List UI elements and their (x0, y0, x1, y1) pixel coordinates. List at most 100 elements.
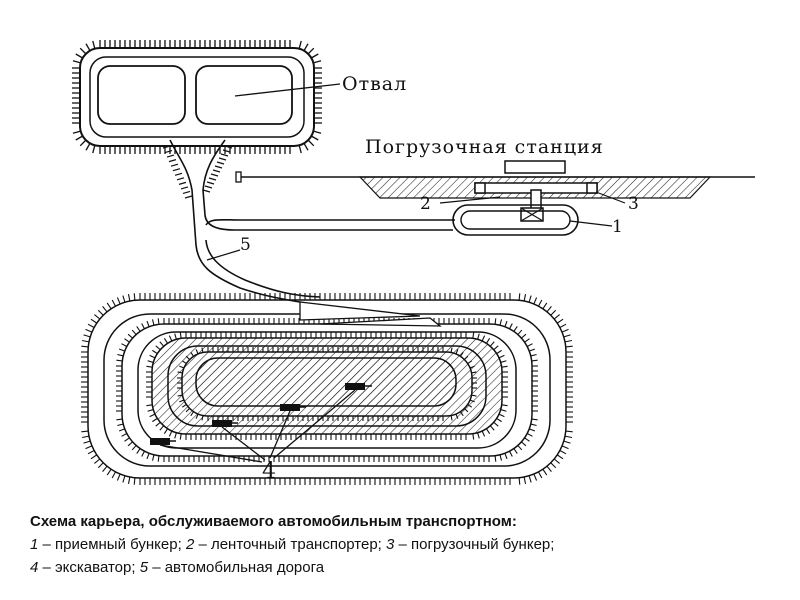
edge-tick (202, 189, 211, 193)
edge-tick (111, 471, 116, 479)
edge-tick (530, 423, 537, 427)
edge-tick (493, 345, 499, 351)
edge-tick (157, 455, 160, 462)
edge-tick (152, 417, 158, 423)
edge-tick (118, 428, 125, 432)
edge-tick (155, 345, 161, 351)
edge-tick (563, 334, 571, 338)
edge-tick (518, 477, 521, 485)
edge-tick (561, 445, 569, 450)
caption-num: 2 (185, 536, 195, 553)
edge-tick (179, 332, 182, 339)
edge-tick (82, 435, 90, 439)
road-funnel-ticks (162, 145, 233, 199)
bench-ring-6 (167, 345, 487, 427)
leader-3 (595, 191, 626, 204)
edge-tick (179, 433, 182, 440)
edge-tick (509, 450, 513, 457)
edge-tick (504, 320, 508, 327)
edge-tick (489, 341, 495, 347)
edge-tick (124, 437, 130, 442)
edge-tick (220, 153, 229, 157)
dump-inner-border (89, 56, 305, 138)
edge-tick (117, 423, 124, 427)
edge-tick (182, 190, 191, 195)
edge-tick (146, 453, 150, 460)
edge-tick (224, 145, 233, 149)
edge-tick (180, 186, 189, 190)
edge-tick (133, 477, 136, 485)
edge-tick (106, 468, 112, 476)
edge-tick (565, 345, 573, 348)
edge-tick (526, 343, 533, 347)
caption: Схема карьера, обслуживаемого автомобиль… (30, 510, 770, 579)
edge-tick (117, 353, 124, 357)
edge-tick (523, 476, 527, 484)
edge-tick (162, 145, 171, 149)
edge-tick (168, 159, 177, 163)
edge-tick (485, 338, 491, 344)
rail-end-stop (235, 171, 242, 183)
caption-line-1: 1 – приемный бункер; 2 – ленточный транс… (30, 533, 770, 556)
edge-tick (216, 161, 225, 165)
caption-text: – приемный бункер; (38, 536, 186, 553)
bench-ring-1 (87, 299, 567, 479)
edge-tick (102, 465, 108, 472)
edge-tick (174, 172, 183, 176)
edge-tick (500, 360, 507, 363)
excavator (150, 438, 170, 445)
excavator (212, 420, 232, 427)
edge-tick (146, 365, 153, 368)
edge-tick (163, 428, 169, 434)
turnaround-loop-inner (460, 210, 571, 230)
edge-tick (528, 295, 532, 303)
edge-tick (127, 441, 133, 447)
edge-tick (75, 53, 84, 59)
edge-tick (550, 462, 557, 469)
road-number: 5 (240, 235, 251, 255)
edge-tick (303, 43, 309, 52)
edge-tick (149, 354, 156, 359)
edge-tick (529, 348, 536, 352)
edge-tick (75, 135, 84, 141)
edge-tick (546, 465, 552, 472)
edge-tick (533, 473, 538, 481)
edge-tick (157, 318, 160, 325)
edge-tick (523, 294, 527, 302)
edge-tick (559, 450, 567, 455)
edge-tick (530, 353, 537, 357)
edge-tick (518, 293, 521, 301)
edge-tick (477, 432, 480, 439)
edge-tick (504, 453, 508, 460)
edge-tick (83, 334, 91, 338)
haul-road: 5 (162, 139, 455, 304)
caption-num: 3 (386, 536, 395, 553)
edge-tick (513, 326, 518, 332)
edge-tick (477, 333, 480, 340)
edge-tick (94, 314, 101, 320)
edge-tick (82, 339, 90, 343)
edge-tick (151, 319, 155, 326)
edge-tick (509, 323, 513, 330)
edge-tick (184, 195, 193, 199)
dump-edge-ticks (72, 40, 322, 154)
edge-tick (79, 47, 87, 55)
edge-tick (116, 297, 121, 305)
edge-tick (303, 142, 309, 151)
pit-bottom (195, 357, 457, 407)
edge-tick (298, 40, 302, 49)
edge-tick (501, 404, 508, 407)
edge-tick (127, 333, 133, 339)
caption-num: 4 (30, 559, 39, 576)
edge-tick (166, 154, 175, 158)
bunker-left-end (474, 182, 486, 194)
edge-tick (159, 425, 165, 431)
edge-tick (72, 60, 81, 64)
quarry-pit: 4 (81, 293, 573, 485)
edge-tick (550, 309, 557, 316)
edge-tick (152, 349, 158, 355)
edge-tick (172, 168, 181, 172)
edge-tick (501, 365, 508, 368)
edge-tick (565, 430, 573, 433)
edge-tick (94, 458, 101, 464)
